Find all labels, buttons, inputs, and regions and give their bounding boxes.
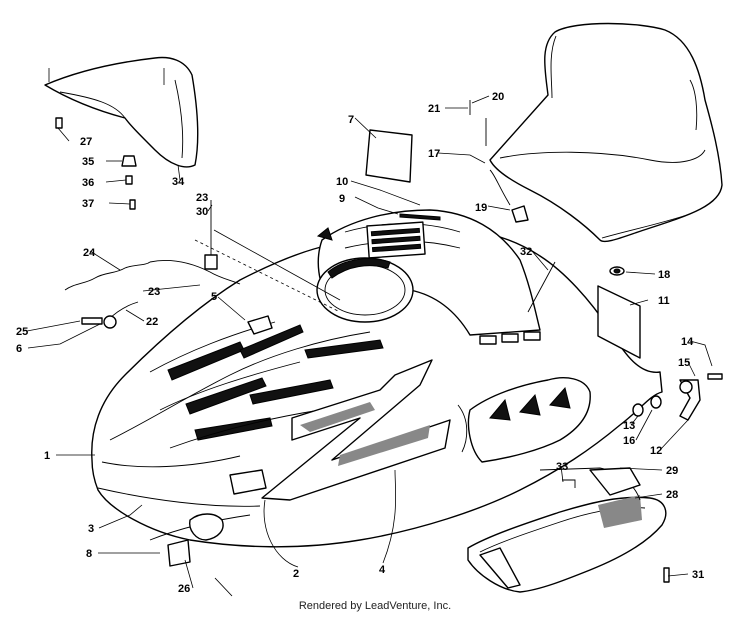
- callout-8: 8: [86, 548, 92, 560]
- hardware: [55, 100, 723, 597]
- callout-2: 2: [293, 568, 299, 580]
- callout-19: 19: [475, 202, 487, 214]
- callout-29: 29: [666, 465, 678, 477]
- callout-25: 25: [16, 326, 28, 338]
- callout-34: 34: [172, 176, 185, 188]
- decal-11: [597, 285, 641, 359]
- callout-5: 5: [211, 291, 217, 303]
- callout-10: 10: [336, 176, 348, 188]
- callout-labels: 1 2 3 4 5 6 7 8 9 10 11 12 13 14 15 16 1…: [16, 91, 704, 595]
- callout-20: 20: [492, 91, 504, 103]
- callout-31: 31: [692, 569, 704, 581]
- logo-decal: [457, 377, 591, 463]
- rear-panel: [44, 56, 199, 168]
- callout-14: 14: [681, 336, 694, 348]
- z-decal: [261, 359, 451, 501]
- leader-lines: [26, 95, 713, 589]
- callout-33: 33: [556, 461, 568, 473]
- callout-23: 23: [196, 192, 208, 204]
- callout-30: 30: [196, 206, 208, 218]
- callout-22: 22: [146, 316, 158, 328]
- callout-24: 24: [83, 247, 96, 259]
- callout-21: 21: [428, 103, 440, 115]
- front-bracket: [167, 469, 267, 567]
- callout-15: 15: [678, 357, 690, 369]
- callout-23b: 23: [148, 286, 160, 298]
- belly-pan: [467, 467, 667, 593]
- callout-6: 6: [16, 343, 22, 355]
- callout-16: 16: [623, 435, 635, 447]
- callout-18: 18: [658, 269, 670, 281]
- callout-28: 28: [666, 489, 678, 501]
- decal-7: [365, 129, 413, 183]
- callout-17: 17: [428, 148, 440, 160]
- callout-3: 3: [88, 523, 94, 535]
- callout-12: 12: [650, 445, 662, 457]
- callout-36: 36: [82, 177, 94, 189]
- callout-9: 9: [339, 193, 345, 205]
- callout-26: 26: [178, 583, 190, 595]
- callout-37: 37: [82, 198, 94, 210]
- hood-vents: [149, 321, 541, 449]
- callout-27: 27: [80, 136, 92, 148]
- console: [316, 209, 541, 336]
- callout-1: 1: [44, 450, 50, 462]
- callout-13: 13: [623, 420, 635, 432]
- callout-4: 4: [379, 564, 386, 576]
- callout-11: 11: [658, 295, 670, 307]
- callout-32: 32: [520, 246, 532, 258]
- callout-7: 7: [348, 114, 354, 126]
- footer-credit: Rendered by LeadVenture, Inc.: [298, 600, 452, 612]
- windshield: [489, 22, 723, 243]
- callout-35: 35: [82, 156, 94, 168]
